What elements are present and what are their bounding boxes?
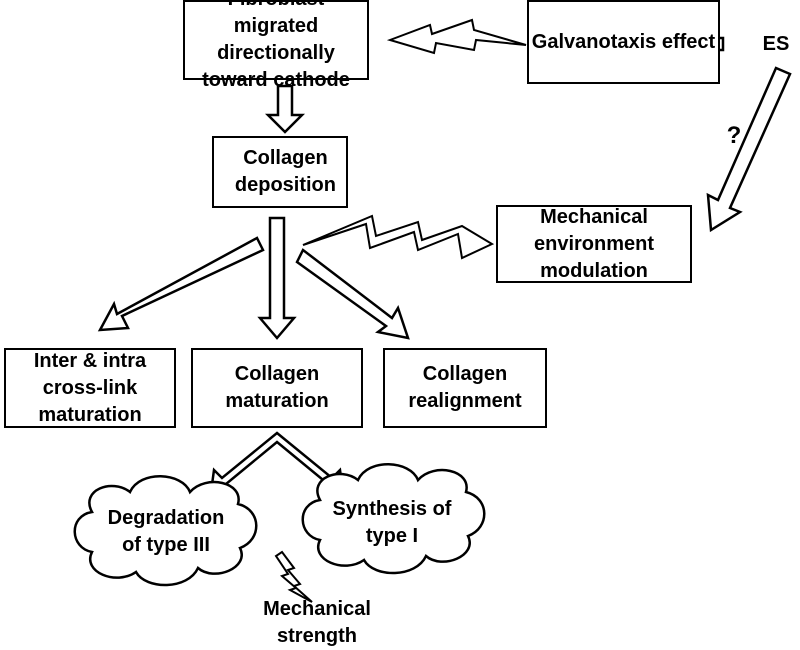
mechanical-line-1: Mechanical [540, 205, 648, 228]
fibroblast-to-deposition-arrow [264, 84, 306, 134]
synthesis-text: Synthesis of type I [326, 496, 458, 550]
fibroblast-box: Fibroblast migrated directionally toward… [183, 0, 369, 91]
crosslink-line-2: cross-link [42, 376, 138, 399]
mechanical-line-2: environment [533, 232, 655, 255]
fibroblast-line-3: toward cathode [202, 69, 350, 91]
diagram-canvas [73, 18, 792, 603]
fibroblast-line-1: Fibroblast migrated [228, 0, 325, 37]
deposition-line-1: Collagen [243, 147, 328, 169]
crosslink-line-3: maturation [38, 403, 142, 426]
collagen-realignment-box: Collagen realignment [383, 348, 547, 428]
question-mark: ? [726, 122, 742, 149]
lightning-bolt-icon [274, 550, 313, 603]
collagen-maturation-box: Collagen maturation [191, 348, 363, 428]
mechanical-environment-box: Mechanical environment modulation [496, 205, 692, 283]
deposition-to-crosslink-arrow [97, 236, 265, 332]
galvanotaxis-label: Galvanotaxis effect [531, 30, 716, 53]
realignment-line-1: Collagen [422, 363, 508, 385]
lightning-bolt-icon [386, 18, 527, 55]
degradation-cloud [73, 475, 258, 587]
degradation-text: Degradation of type III [96, 505, 236, 559]
mechanical-line-3: modulation [540, 259, 648, 282]
deposition-line-2: deposition [234, 174, 336, 196]
crosslink-line-1: Inter & intra [33, 349, 147, 372]
maturation-line-1: Collagen [234, 363, 320, 385]
lightning-bolt-icon [302, 214, 495, 260]
deposition-to-maturation-arrow [257, 216, 297, 340]
synthesis-line-2: type I [365, 525, 419, 547]
crosslink-maturation-box: Inter & intra cross-link maturation [4, 348, 176, 428]
degradation-line-2: of type III [122, 534, 210, 556]
synthesis-cloud [301, 463, 486, 575]
mechanical-strength-label: Mechanical strength [263, 598, 371, 647]
galvanotaxis-box: Galvanotaxis effect [527, 0, 720, 84]
fibroblast-line-2: directionally [217, 42, 335, 64]
synthesis-line-1: Synthesis of [332, 498, 452, 520]
collagen-deposition-box: Collagen deposition [212, 136, 348, 208]
deposition-to-realignment-arrow [295, 248, 410, 340]
realignment-line-2: realignment [408, 390, 522, 412]
es-to-mechanical-arrow [706, 66, 792, 233]
degradation-line-1: Degradation [107, 507, 225, 529]
es-label: ES [762, 33, 790, 55]
maturation-line-2: maturation [225, 390, 329, 412]
